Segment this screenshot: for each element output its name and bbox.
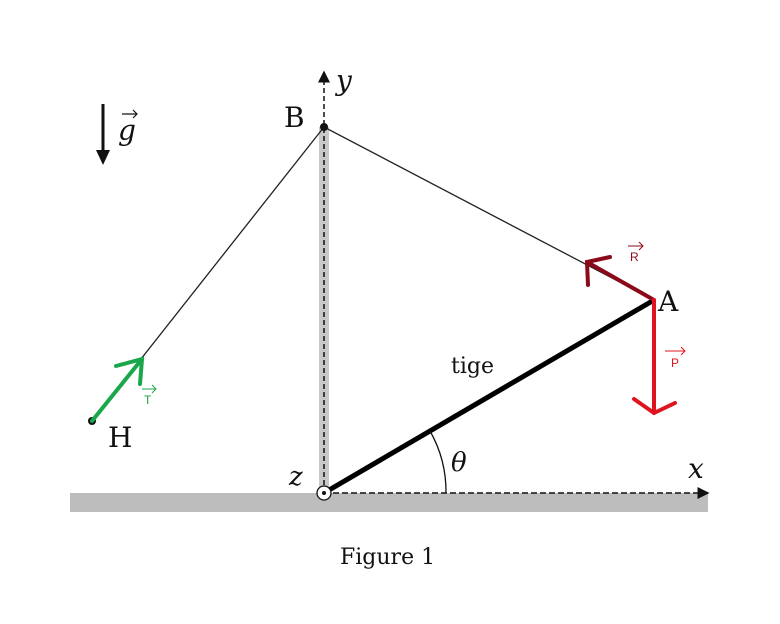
- tension-vector-T: [90, 356, 145, 423]
- label-z: z: [288, 462, 303, 492]
- label-y: y: [334, 64, 353, 97]
- vector-label-P: P: [665, 346, 686, 370]
- label-H: H: [108, 421, 132, 454]
- label-A: A: [657, 285, 679, 318]
- point-B: [320, 123, 328, 131]
- label-T: T: [144, 393, 152, 407]
- label-theta: θ: [451, 448, 467, 478]
- gravity-arrow-icon: [96, 104, 110, 165]
- figure-caption: Figure 1: [340, 545, 435, 570]
- label-g: g: [118, 114, 136, 147]
- label-x: x: [688, 452, 704, 485]
- vector-label-R: R: [628, 241, 644, 264]
- label-B: B: [284, 101, 305, 134]
- theta-arc: [429, 430, 447, 494]
- ground: [70, 493, 708, 512]
- pivot-dot: [322, 491, 326, 495]
- rod: [322, 297, 656, 496]
- label-R: R: [630, 250, 639, 264]
- mast: [319, 127, 329, 493]
- cable-BA: [323, 126, 655, 301]
- reaction-vector-R: [584, 255, 656, 302]
- label-P: P: [671, 356, 679, 370]
- vector-label-T: T: [142, 384, 157, 407]
- weight-vector-P: [632, 298, 677, 416]
- g-vector-arrow-icon: [122, 109, 138, 119]
- label-rod: tige: [451, 354, 494, 379]
